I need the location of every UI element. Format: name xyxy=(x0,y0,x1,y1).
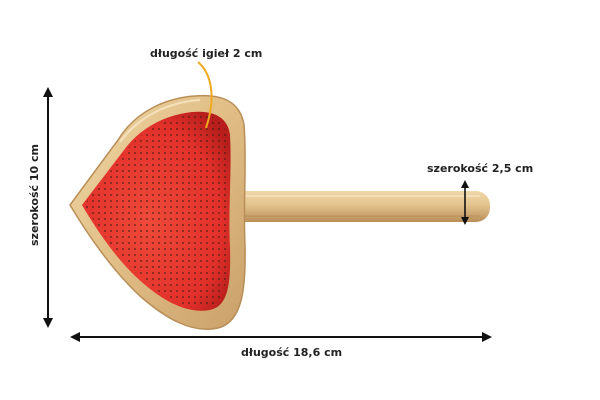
width-arrow xyxy=(43,87,53,328)
handle-width-arrow xyxy=(461,180,469,225)
brush-handle xyxy=(222,191,490,222)
needle-callout-line xyxy=(197,61,213,129)
length-arrow xyxy=(70,332,492,342)
length-label: długość 18,6 cm xyxy=(241,346,342,359)
brush-head xyxy=(69,94,246,330)
needle-length-label: długość igieł 2 cm xyxy=(150,47,262,60)
handle-width-label: szerokość 2,5 cm xyxy=(427,162,533,175)
width-label: szerokość 10 cm xyxy=(28,144,41,246)
